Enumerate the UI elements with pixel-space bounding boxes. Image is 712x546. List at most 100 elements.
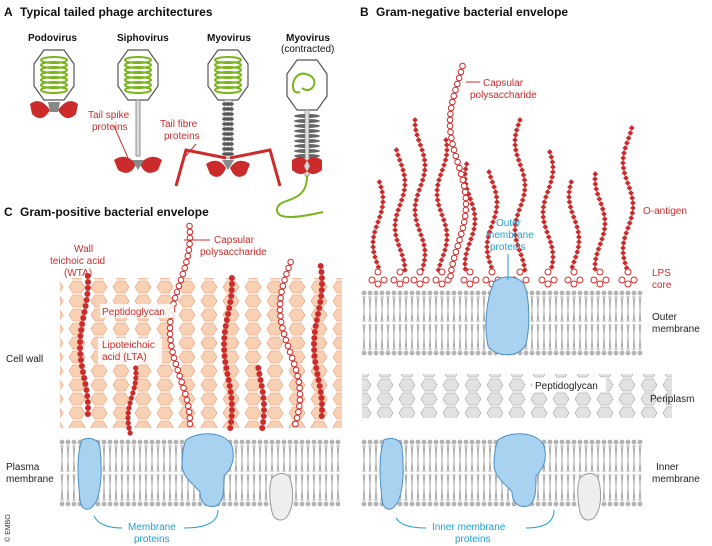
lps-core-unit — [396, 268, 404, 276]
o-antigen-unit — [395, 152, 401, 158]
o-antigen-unit — [512, 147, 519, 153]
lipid-head — [565, 290, 571, 296]
lipid-tail — [422, 473, 426, 502]
lipid-head — [457, 350, 463, 356]
wta-unit — [313, 317, 320, 323]
lps-core-unit — [544, 268, 552, 276]
gram-pos-capsular-unit — [172, 360, 180, 368]
gram-neg-capsular-chain — [446, 62, 470, 280]
o-antigen-unit — [421, 167, 428, 173]
lipid-head — [263, 439, 269, 445]
lipid-tail — [584, 444, 588, 473]
lps-core-unit — [516, 268, 524, 276]
lipid-head — [113, 501, 119, 507]
gram-pos-capsular-unit — [173, 288, 181, 296]
o-antigen-unit — [620, 160, 626, 166]
lipid-head — [233, 501, 239, 507]
wta-unit — [228, 401, 235, 407]
o-antigen-unit — [420, 262, 427, 268]
lipid-head — [607, 350, 613, 356]
lta-unit — [126, 405, 132, 411]
wta-unit — [77, 339, 84, 345]
o-antigen-unit — [419, 177, 426, 183]
inner-membrane-protein-2 — [493, 433, 546, 507]
o-antigen-unit — [545, 234, 552, 240]
o-antigen-unit — [466, 241, 473, 247]
o-antigen-unit — [620, 165, 627, 171]
lps-core-unit — [374, 280, 382, 288]
lipid-tail — [542, 295, 546, 323]
wta-unit — [84, 285, 91, 291]
capsular-unit — [449, 260, 456, 268]
capsular-unit — [453, 80, 461, 88]
lipid-head — [257, 501, 263, 507]
lipid-tail — [138, 473, 142, 502]
lipid-tail — [374, 295, 378, 323]
wta-unit — [222, 359, 229, 365]
gram-pos-capsular-unit — [293, 414, 301, 422]
o-antigen-unit — [599, 236, 605, 242]
o-antigen-unit — [489, 179, 496, 185]
o-antigen-unit — [601, 216, 608, 222]
lipid-head — [167, 439, 173, 445]
o-antigen-unit — [548, 244, 555, 250]
lps-core-unit — [432, 276, 440, 284]
lipid-tail — [626, 295, 630, 323]
o-antigen-unit — [471, 226, 477, 232]
lipid-head — [601, 290, 607, 296]
lipid-tail — [596, 444, 600, 473]
lps-label-2: core — [652, 280, 672, 291]
myovirus-sheath-rings — [222, 102, 234, 156]
o-antigen-unit — [492, 189, 499, 195]
o-antigen-unit — [443, 152, 450, 158]
gram-pos-capsular-unit — [285, 264, 292, 272]
o-antigen-unit — [392, 217, 399, 223]
o-antigen-unit — [549, 259, 556, 265]
lipid-tail — [536, 323, 540, 351]
lipid-tail — [294, 473, 298, 502]
lipid-head — [475, 350, 481, 356]
outer-membrane-label-2: membrane — [652, 324, 700, 335]
lipid-tail — [614, 323, 618, 351]
gram-pos-capsular-unit — [175, 282, 183, 290]
lipid-tail — [560, 473, 564, 502]
lipid-head — [317, 501, 323, 507]
panel-b-letter: B — [360, 5, 369, 19]
myovirus-label: Myovirus — [207, 33, 251, 44]
o-antigen-unit — [371, 229, 378, 235]
dna-coil-turn — [40, 86, 68, 94]
lipid-head — [107, 501, 113, 507]
gram-neg-capsular-label-2: polysaccharide — [470, 90, 537, 101]
lipid-head — [445, 501, 451, 507]
lipid-tail — [114, 473, 118, 502]
wta-unit — [311, 353, 318, 359]
o-antigen-unit — [621, 170, 628, 176]
lipid-head — [619, 439, 625, 445]
o-antigen-unit — [439, 167, 446, 173]
lipid-tail — [446, 295, 450, 323]
o-antigen-unit — [521, 187, 528, 193]
lipid-head — [481, 350, 487, 356]
lipid-tail — [294, 444, 298, 473]
lipid-head — [487, 501, 493, 507]
lipid-head — [379, 350, 385, 356]
tail-spike-label-1: Tail spike — [88, 110, 130, 121]
lipid-head — [625, 439, 631, 445]
o-antigen-unit — [421, 242, 427, 248]
o-antigen-unit — [413, 217, 420, 223]
wta-unit — [228, 413, 235, 419]
lipid-tail — [590, 323, 594, 351]
lipid-head — [469, 439, 475, 445]
lipid-head — [251, 501, 257, 507]
o-antigen-unit — [550, 164, 556, 170]
o-antigen-unit — [443, 142, 450, 148]
lipid-head — [335, 439, 341, 445]
lipid-head — [535, 350, 541, 356]
lipid-tail — [572, 444, 576, 473]
wta-unit — [84, 291, 91, 297]
o-antigen-unit — [397, 247, 404, 253]
o-antigen-unit — [514, 212, 521, 218]
gram-pos-capsular-unit — [181, 264, 189, 272]
o-antigen-unit — [515, 157, 522, 163]
panel-b-title: Gram-negative bacterial envelope — [376, 5, 568, 19]
